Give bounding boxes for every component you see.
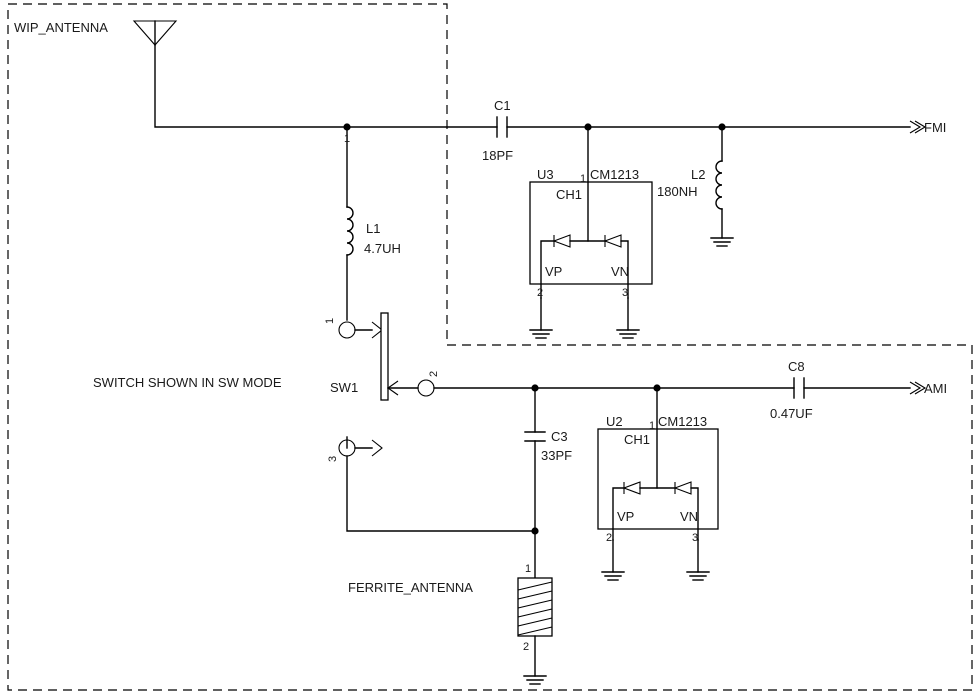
c8-capacitor [793,377,805,399]
u3-vp: VP [545,264,562,279]
ferrite-pin1: 1 [525,563,531,575]
u2-pin3: 3 [692,532,698,544]
l1-ref: L1 [366,221,380,236]
ferrite-pin2: 2 [523,641,529,653]
u2-part: CM1213 [658,414,707,429]
u3-ref: U3 [537,167,554,182]
l1-pin: 1 [344,133,350,145]
sw1-ref: SW1 [330,380,358,395]
ferrite-antenna-coil [517,577,553,685]
u3-pin1: 1 [580,173,586,185]
ferrite-antenna-label: FERRITE_ANTENNA [348,580,473,595]
ami-arrow-icon [909,381,927,395]
module-boundary [7,3,973,691]
c1-value: 18PF [482,148,513,163]
u3-pin3: 3 [622,287,628,299]
u3-esd-device [529,126,653,339]
l1-value: 4.7UH [364,241,401,256]
c3-capacitor [524,387,546,579]
u2-pin2: 2 [606,532,612,544]
c8-value: 0.47UF [770,406,813,421]
u2-channel: CH1 [624,432,650,447]
c1-ref: C1 [494,98,511,113]
c8-ref: C8 [788,359,805,374]
sw1-pin3: 3 [327,456,339,462]
sw1-pin1: 1 [324,318,336,324]
u2-vn: VN [680,509,698,524]
wip-antenna-label: WIP_ANTENNA [14,20,108,35]
l2-ref: L2 [691,167,705,182]
u2-pin1: 1 [649,420,655,432]
sw1-switch [338,312,536,532]
fmi-arrow-icon [909,120,927,134]
c3-value: 33PF [541,448,572,463]
wip-antenna-symbol [132,20,178,46]
u2-esd-device [597,387,719,581]
l2-inductor [710,126,734,247]
u2-vp: VP [617,509,634,524]
l2-value: 180NH [657,184,697,199]
u3-channel: CH1 [556,187,582,202]
u3-vn: VN [611,264,629,279]
c3-ref: C3 [551,429,568,444]
u3-part: CM1213 [590,167,639,182]
u2-ref: U2 [606,414,623,429]
l1-inductor [346,126,354,321]
ami-label: AMI [924,381,947,396]
fmi-label: FMI [924,120,946,135]
u3-pin2: 2 [537,287,543,299]
c1-capacitor [496,116,508,138]
fm-net-wire [154,44,498,128]
sw1-pin2: 2 [428,371,440,377]
switch-note: SWITCH SHOWN IN SW MODE [93,375,282,390]
